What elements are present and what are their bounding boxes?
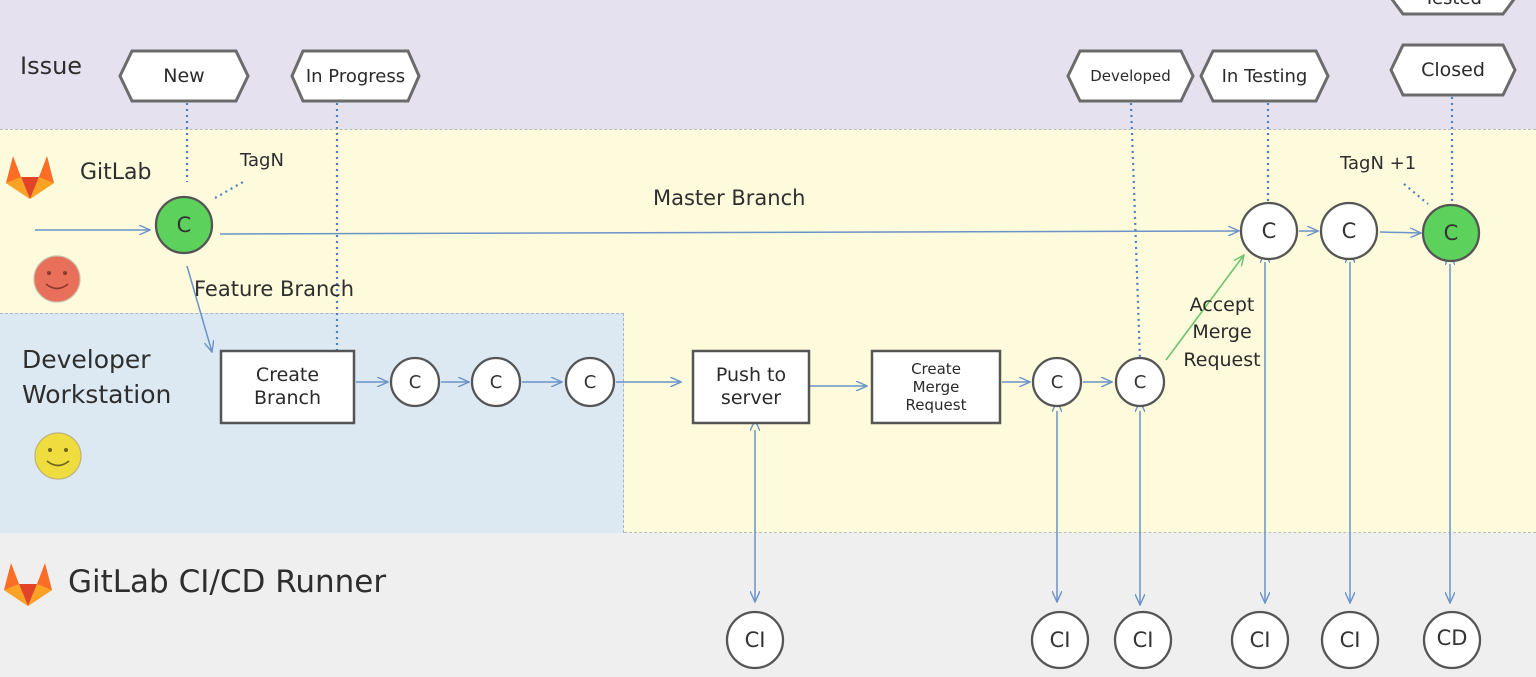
issue-state-in-testing-shape [1199, 49, 1330, 103]
issue-state-closed-shape [1389, 43, 1517, 97]
push-to-server-box [691, 349, 811, 425]
issue-lane-label: Issue [20, 52, 83, 80]
feature-branch-label: Feature Branch [194, 277, 355, 301]
commit-label: C [1050, 371, 1064, 393]
commit-label: C [1261, 219, 1277, 243]
tag-n-label: TagN [240, 150, 284, 171]
feature-commit-3 [564, 356, 616, 408]
issue-state-developed: Developed [1090, 67, 1171, 85]
master-commit-1 [1239, 201, 1299, 261]
mr-commit-2 [1114, 356, 1166, 408]
commit-label: C [489, 371, 503, 393]
cd-job [1422, 610, 1482, 670]
gitlab-logo-icon [6, 156, 54, 199]
gitlab-lane-label: GitLab [80, 160, 152, 185]
feature-commit-2 [470, 356, 522, 408]
commit-label: C [176, 213, 192, 237]
master-commit-2 [1319, 201, 1379, 261]
issue-state-tested-shape [1390, 0, 1516, 16]
red-smiley-icon [33, 255, 81, 303]
issue-state-tested: Tested [1391, 0, 1515, 10]
tag-n1-label: TagN +1 [1340, 153, 1417, 174]
issue-state-developed-shape [1066, 49, 1195, 103]
yellow-smiley-icon [34, 432, 82, 480]
mr-commit-1 [1031, 356, 1083, 408]
issue-state-new: New [163, 65, 205, 87]
developer-lane-label-line2: Workstation [22, 380, 172, 409]
cd-job-label: CD [1436, 626, 1468, 650]
ci-job-master-1 [1230, 610, 1290, 670]
issue-state-closed: Closed [1421, 59, 1485, 81]
ci-job-label: CI [1049, 628, 1071, 652]
create-branch-box [219, 349, 356, 425]
commit-label: C [583, 371, 597, 393]
commit-label: C [1133, 371, 1147, 393]
ci-job-label: CI [744, 628, 766, 652]
issue-state-in-testing: In Testing [1221, 65, 1308, 87]
create-merge-request-box [870, 349, 1002, 425]
ci-job-label: CI [1339, 628, 1361, 652]
ci-job-push [725, 610, 785, 670]
ci-job-label: CI [1132, 628, 1154, 652]
master-branch-label: Master Branch [653, 186, 806, 210]
issue-state-in-progress: In Progress [305, 65, 406, 87]
ci-job-mr-1 [1030, 610, 1090, 670]
ci-job-label: CI [1249, 628, 1271, 652]
developer-lane-label-line1: Developer [22, 345, 151, 374]
ci-job-master-2 [1320, 610, 1380, 670]
tag-n-commit [154, 195, 214, 255]
commit-label: C [408, 371, 422, 393]
feature-commit-1 [389, 356, 441, 408]
runner-lane-label: GitLab CI/CD Runner [68, 564, 387, 600]
issue-state-in-progress-shape [290, 49, 421, 103]
ci-job-mr-2 [1113, 610, 1173, 670]
gitlab-runner-logo-icon [4, 563, 52, 606]
commit-label: C [1443, 221, 1459, 245]
tag-n1-commit [1421, 203, 1481, 263]
commit-label: C [1341, 219, 1357, 243]
issue-state-new-shape [118, 49, 250, 103]
